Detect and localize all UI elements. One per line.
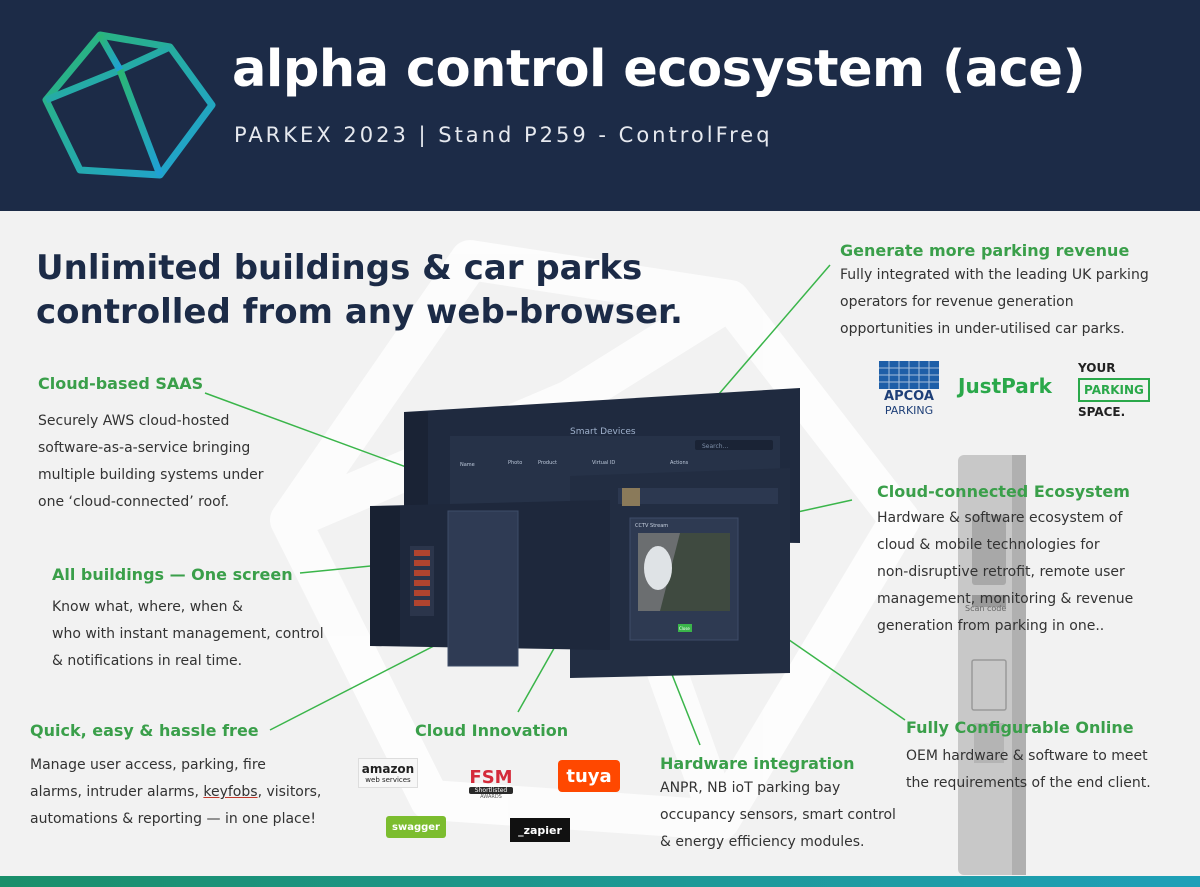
screen-close-button: Close [679,626,690,631]
ecosystem-line-2: cloud & mobile technologies for [877,537,1100,553]
all-buildings-body: Know what, where, when & who with instan… [52,594,324,675]
apcoa-parking-logo: APCOA PARKING [878,358,940,420]
revenue-line-1: Fully integrated with the leading UK par… [840,267,1149,283]
all-buildings-line-1: Know what, where, when & [52,599,243,615]
software-screens-illustration: Smart Devices Search... Name Photo Produ… [370,388,800,678]
all-buildings-line-2: who with instant management, control [52,626,324,642]
ecosystem-line-5: generation from parking in one.. [877,618,1105,634]
revenue-line-2: operators for revenue generation [840,294,1074,310]
cloud-saas-line-4: one ‘cloud-connected’ roof. [38,494,230,510]
cloud-saas-title: Cloud-based SAAS [38,374,204,393]
apcoa-text: APCOA [884,389,934,404]
swagger-logo-text: swagger [392,821,440,833]
header-banner: alpha control ecosystem (ace) PARKEX 202… [0,0,1200,211]
configurable-line-2: the requirements of the end client. [906,775,1151,791]
headline: Unlimited buildings & car parks controll… [36,246,683,334]
screen-col-virtual: Virtual ID [592,460,615,466]
ecosystem-body: Hardware & software ecosystem of cloud &… [877,505,1133,640]
hardware-title: Hardware integration [660,754,855,773]
bottom-accent-bar [0,876,1200,887]
main-title: alpha control ecosystem (ace) [232,40,1086,99]
parking-kiosk-icon [958,455,1026,875]
headline-line-1: Unlimited buildings & car parks [36,248,643,288]
cloud-saas-body: Securely AWS cloud-hosted software-as-a-… [38,408,264,516]
cloud-innovation-title: Cloud Innovation [415,721,569,740]
justpark-logo: JustPark [958,374,1052,398]
fsm-ribbon: Shortlisted [468,786,514,794]
quick-easy-line-3: automations & reporting — in one place! [30,811,316,827]
screen-cctv-title: CCTV Stream [635,523,668,529]
kiosk-scan-label: Scan code [965,604,1007,613]
yps-line-3: SPACE. [1078,405,1126,419]
quick-easy-body: Manage user access, parking, fire alarms… [30,752,321,833]
swagger-logo: swagger [386,816,446,838]
apcoa-sub: PARKING [884,404,934,417]
all-buildings-line-3: & notifications in real time. [52,653,243,669]
cloud-saas-line-2: software-as-a-service bringing [38,440,251,456]
quick-easy-line-2-pre: alarms, intruder alarms, [30,784,204,800]
apcoa-grid-icon [879,361,939,389]
fsm-logo-sub: AWARDS [480,793,502,800]
screen-col-photo: Photo [508,460,522,466]
headline-line-2: controlled from any web-browser. [36,292,683,332]
hardware-line-2: occupancy sensors, smart control [660,807,896,823]
configurable-title: Fully Configurable Online [906,718,1134,737]
yps-line-2: PARKING [1078,378,1150,402]
screen-smart-devices-title: Smart Devices [570,427,636,437]
zapier-logo: _zapier [510,818,570,842]
ace-logo-icon [42,31,216,179]
cloud-saas-line-1: Securely AWS cloud-hosted [38,413,230,429]
revenue-title: Generate more parking revenue [840,241,1130,260]
configurable-line-1: OEM hardware & software to meet [906,748,1148,764]
ecosystem-line-1: Hardware & software ecosystem of [877,510,1123,526]
screen-col-actions: Actions [670,460,689,466]
fsm-awards-logo: FSM Shortlisted AWARDS [456,768,526,800]
ecosystem-title: Cloud-connected Ecosystem [877,482,1130,501]
all-buildings-title: All buildings — One screen [52,565,293,584]
amazon-logo-text: amazon [361,762,415,776]
yps-line-1: YOUR [1078,361,1116,375]
configurable-body: OEM hardware & software to meet the requ… [906,743,1151,797]
fsm-logo-text: FSM [469,766,513,788]
ecosystem-line-4: management, monitoring & revenue [877,591,1134,607]
tuya-logo: tuya [558,760,620,792]
quick-easy-line-2-post: , visitors, [257,784,322,800]
keyfobs-word: keyfobs [203,784,258,800]
screen-col-product: Product [538,460,557,466]
hardware-body: ANPR, NB ioT parking bay occupancy senso… [660,775,896,856]
quick-easy-title: Quick, easy & hassle free [30,721,259,740]
revenue-body: Fully integrated with the leading UK par… [840,262,1149,343]
ecosystem-line-3: non-disruptive retrofit, remote user [877,564,1125,580]
quick-easy-line-2: alarms, intruder alarms, keyfobs, visito… [30,779,321,806]
zapier-logo-text: _zapier [518,823,562,837]
hardware-line-1: ANPR, NB ioT parking bay [660,780,841,796]
amazon-logo-sub: web services [365,776,411,784]
screen-col-name: Name [460,462,475,468]
amazon-web-services-logo: amazon web services [358,758,418,788]
tuya-logo-text: tuya [566,765,612,787]
event-subtitle: PARKEX 2023 | Stand P259 - ControlFreq [234,123,773,147]
revenue-line-3: opportunities in under-utilised car park… [840,321,1125,337]
screen-search: Search... [702,443,728,450]
quick-easy-line-1: Manage user access, parking, fire [30,757,266,773]
hardware-line-3: & energy efficiency modules. [660,834,865,850]
your-parking-space-logo: YOUR PARKING SPACE. [1078,358,1158,422]
cloud-saas-line-3: multiple building systems under [38,467,264,483]
